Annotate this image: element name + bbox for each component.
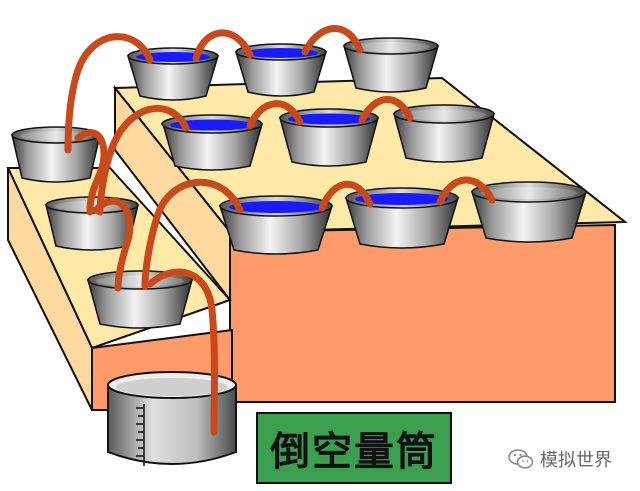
bowl [279,108,379,167]
label-box: 倒空量筒 [256,412,452,484]
bowl [393,104,495,163]
left-bowl-column [11,126,193,329]
bowl-row-3 [218,181,588,255]
label-text: 倒空量筒 [270,428,438,475]
bowl [126,47,220,101]
watermark: 模拟世界 [508,446,612,472]
bowl [343,37,439,93]
watermark-text: 模拟世界 [540,450,612,471]
measuring-cylinder [107,371,237,466]
wechat-icon [508,449,534,469]
cylinder-scale [136,404,145,466]
bowl-row-1 [126,37,439,101]
bowl [344,187,460,249]
bowl [470,181,588,243]
bowl-row-2 [161,104,495,171]
bowl [161,114,263,171]
bowl [218,195,334,255]
bowl [87,270,193,329]
siphon-tubes [64,25,496,436]
